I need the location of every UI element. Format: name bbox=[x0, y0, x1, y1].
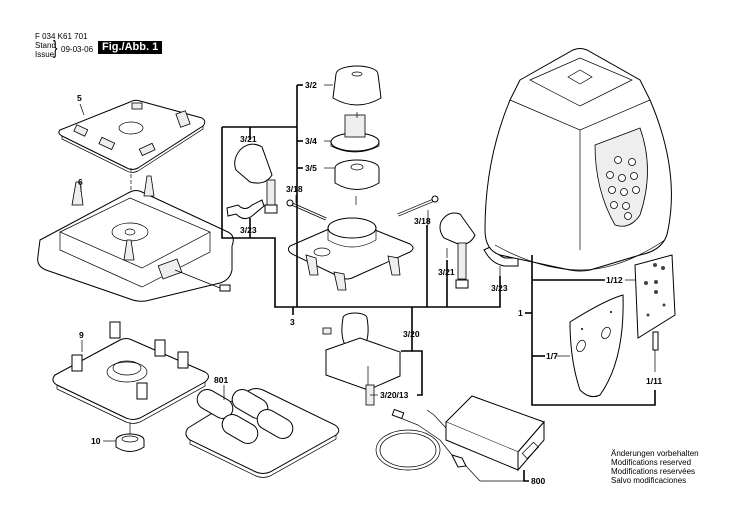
part-number: F 034 K61 701 bbox=[35, 32, 88, 41]
label-3-20-13: 3/20/13 bbox=[380, 390, 409, 400]
note-de: Änderungen vorbehalten bbox=[611, 449, 699, 458]
label-5: 5 bbox=[77, 93, 82, 103]
part-3-4-pentaprism bbox=[330, 114, 380, 153]
part-10-ring bbox=[115, 433, 145, 452]
label-3-21-right: 3/21 bbox=[438, 267, 455, 277]
part-1-7-keypad-foil bbox=[569, 294, 624, 398]
label-801: 801 bbox=[214, 375, 228, 385]
label-1-11: 1/11 bbox=[646, 376, 662, 386]
label-6: 6 bbox=[78, 177, 83, 187]
part-3-21-sensor-left bbox=[234, 143, 278, 214]
label-3-20: 3/20 bbox=[403, 329, 420, 339]
part-3-18-pin-left bbox=[286, 199, 327, 221]
part-800-charger bbox=[375, 395, 545, 472]
label-3-18-right: 3/18 bbox=[414, 216, 431, 226]
part-9-chassis bbox=[52, 321, 209, 424]
leader-lines bbox=[221, 84, 656, 482]
brace-symbol: } bbox=[52, 38, 58, 59]
part-6-base-housing bbox=[37, 175, 234, 302]
label-3-4: 3/4 bbox=[305, 136, 317, 146]
issue-date: 09-03-06 bbox=[61, 45, 94, 54]
label-3-23-left: 3/23 bbox=[240, 225, 257, 235]
label-10: 10 bbox=[91, 436, 101, 446]
part-3-23-bracket-left bbox=[226, 199, 265, 220]
part-801-battery-pack bbox=[185, 388, 340, 478]
part-1-12-circuit-board bbox=[634, 254, 676, 351]
part-3-20-laser-module bbox=[322, 312, 402, 406]
label-1: 1 bbox=[518, 308, 523, 318]
label-3: 3 bbox=[290, 317, 295, 327]
label-3-5: 3/5 bbox=[305, 163, 317, 173]
label-1-7: 1/7 bbox=[546, 351, 558, 361]
figure-label: Fig./Abb. 1 bbox=[98, 41, 163, 54]
part-3-chassis-plate bbox=[287, 217, 414, 291]
label-3-21-left: 3/21 bbox=[240, 134, 257, 144]
issue-label: Issue bbox=[35, 50, 55, 59]
part-5-cover-plate bbox=[58, 99, 206, 173]
part-1-housing bbox=[484, 48, 672, 272]
label-3-23-right: 3/23 bbox=[491, 283, 508, 293]
part-3-18-pin-right bbox=[397, 195, 439, 217]
part-3-2-cap bbox=[332, 65, 382, 106]
label-9: 9 bbox=[79, 330, 84, 340]
note-fr: Modifications reservées bbox=[611, 467, 696, 476]
note-en: Modifications reserved bbox=[611, 458, 692, 467]
stand-label: Stand bbox=[35, 41, 56, 50]
label-3-2: 3/2 bbox=[305, 80, 317, 90]
label-800: 800 bbox=[531, 476, 545, 486]
note-es: Salvo modificaciones bbox=[611, 476, 687, 485]
label-1-12: 1/12 bbox=[606, 275, 623, 285]
part-3-5-motor bbox=[334, 159, 380, 190]
label-3-18-left: 3/18 bbox=[286, 184, 303, 194]
part-3-21-sensor-right bbox=[439, 212, 476, 289]
